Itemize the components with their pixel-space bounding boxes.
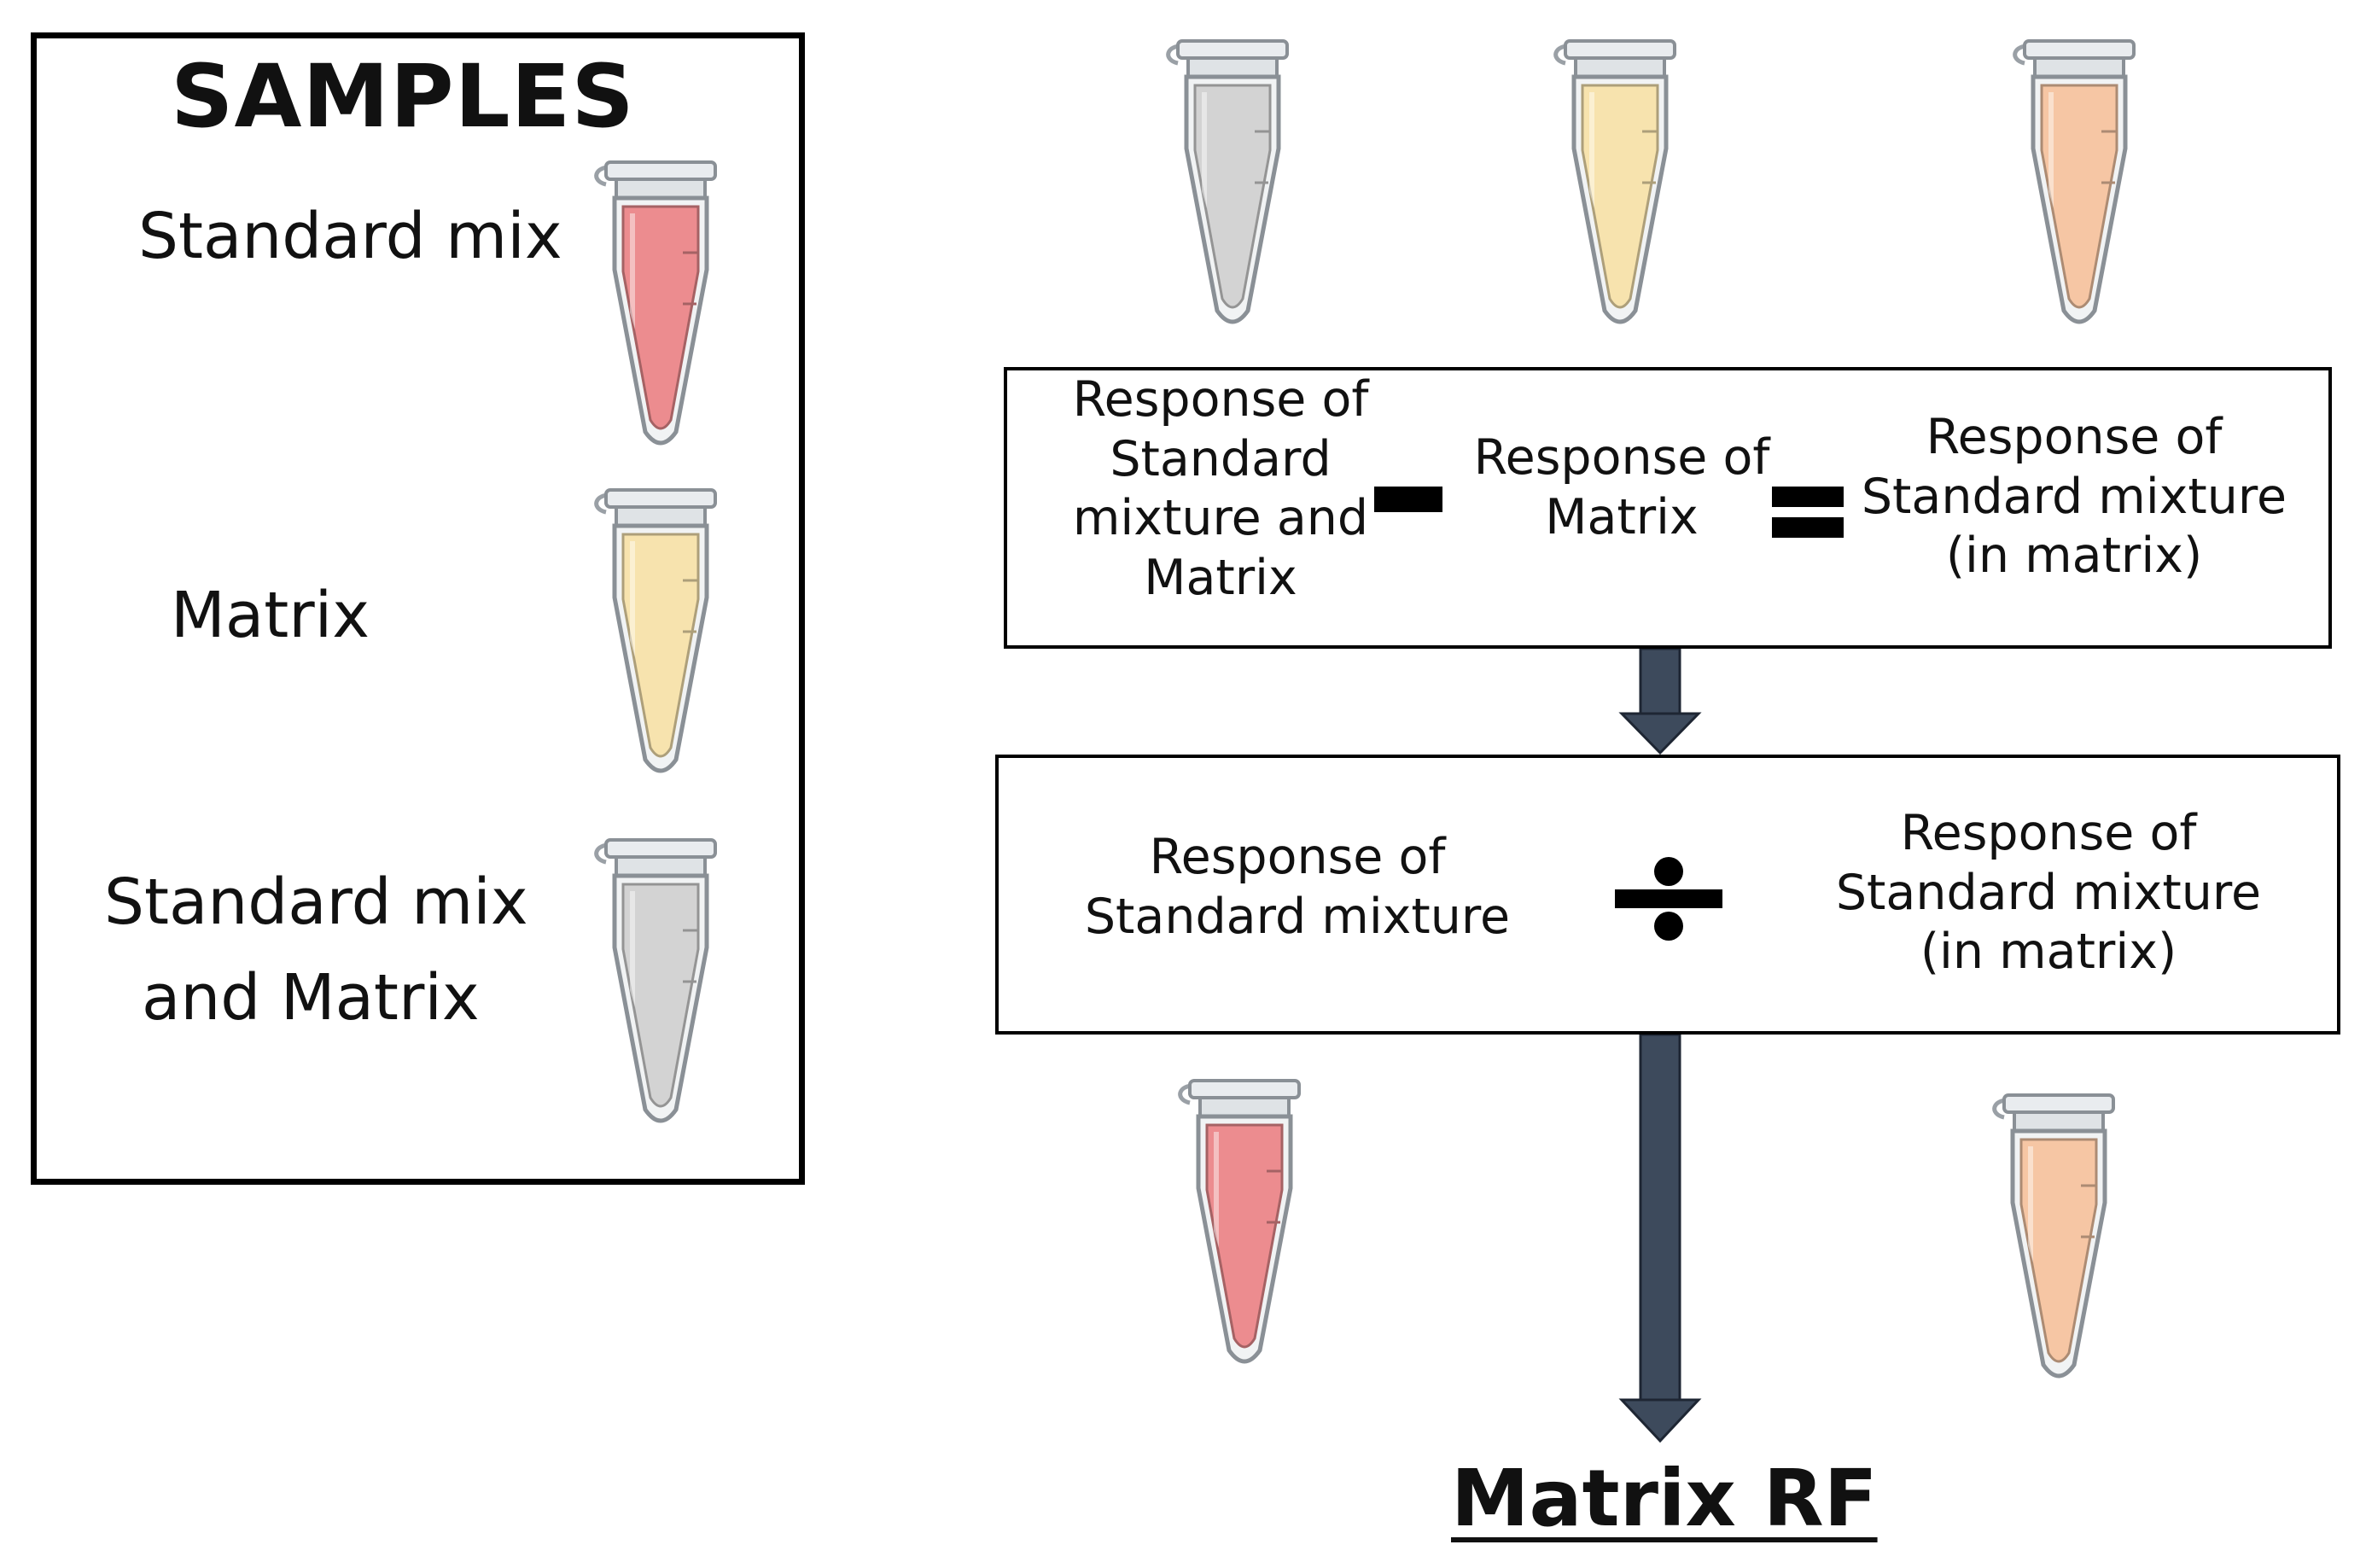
tube-shape xyxy=(594,488,717,773)
eq1-term-b-line1: Response of xyxy=(1473,429,1770,486)
tube-icon-top-yellow xyxy=(1553,39,1676,324)
sample-label-standard-mix-and-matrix-line1: Standard mix xyxy=(104,866,528,939)
tube-shape xyxy=(1166,39,1289,324)
samples-title: SAMPLES xyxy=(171,46,635,148)
tube-shape xyxy=(594,838,717,1123)
flow-arrow-1 xyxy=(1618,647,1702,755)
eq1-term-b-line2: Matrix xyxy=(1545,488,1699,545)
eq2-term-a-line1: Response of xyxy=(1149,829,1446,885)
eq1-result-line3: (in matrix) xyxy=(1945,528,2203,585)
eq1-term-a: Response of Standard mixture and Matrix xyxy=(1043,370,1398,608)
eq2-term-b-line1: Response of xyxy=(1900,805,2197,861)
tube-icon-matrix xyxy=(594,488,717,773)
eq2-term-b: Response of Standard mixture (in matrix) xyxy=(1818,804,2279,982)
divide-operator-icon xyxy=(1615,857,1722,941)
tube-shape xyxy=(2013,39,2136,324)
flow-arrow-2 xyxy=(1618,1033,1702,1443)
tube-shape xyxy=(1992,1093,2115,1379)
tube-icon-bottom-orange xyxy=(1992,1093,2115,1379)
sample-label-standard-mix: Standard mix xyxy=(138,200,562,273)
eq1-result-line1: Response of xyxy=(1926,409,2223,465)
eq1-result: Response of Standard mixture (in matrix) xyxy=(1854,408,2294,586)
eq2-term-b-line3: (in matrix) xyxy=(1920,924,2177,981)
tube-icon-standard-mix xyxy=(594,160,717,446)
eq2-term-b-line2: Standard mixture xyxy=(1835,864,2262,921)
eq1-term-b: Response of Matrix xyxy=(1451,428,1792,547)
tube-shape xyxy=(1178,1079,1301,1364)
result-label: Matrix RF xyxy=(1451,1453,1878,1544)
sample-label-matrix: Matrix xyxy=(171,579,370,652)
eq2-term-a: Response of Standard mixture xyxy=(1067,828,1528,947)
tube-shape xyxy=(1553,39,1676,324)
tube-icon-top-orange xyxy=(2013,39,2136,324)
eq1-term-a-line3: mixture and xyxy=(1072,490,1369,547)
tube-icon-top-grey xyxy=(1166,39,1289,324)
eq1-term-a-line4: Matrix xyxy=(1144,549,1297,606)
tube-icon-bottom-red xyxy=(1178,1079,1301,1364)
sample-label-standard-mix-and-matrix-line2: and Matrix xyxy=(142,961,480,1035)
minus-operator-icon xyxy=(1374,487,1442,512)
eq2-term-a-line2: Standard mixture xyxy=(1084,888,1511,945)
equation-box-subtraction xyxy=(1004,367,2332,649)
tube-icon-standard-mix-and-matrix xyxy=(594,838,717,1123)
eq1-term-a-line2: Standard xyxy=(1110,430,1332,487)
eq1-term-a-line1: Response of xyxy=(1072,371,1369,428)
tube-shape xyxy=(594,160,717,446)
eq1-result-line2: Standard mixture xyxy=(1861,468,2287,525)
equals-operator-icon xyxy=(1772,487,1844,538)
